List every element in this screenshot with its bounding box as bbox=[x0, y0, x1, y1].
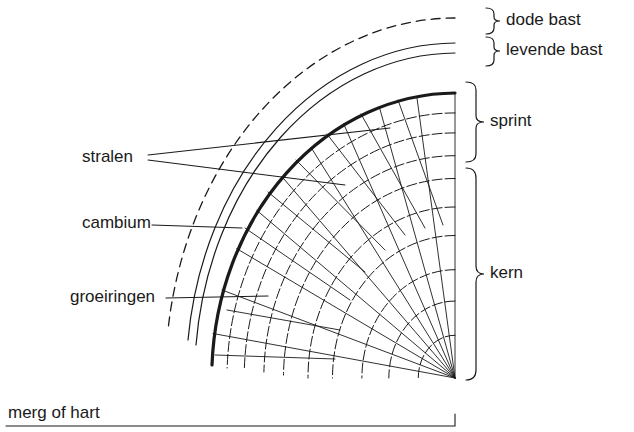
part-label: kern bbox=[490, 263, 523, 283]
growth-rings bbox=[227, 113, 455, 378]
part-label: cambium bbox=[82, 213, 151, 233]
medullary-rays bbox=[213, 93, 455, 378]
leader-lines bbox=[6, 128, 455, 426]
part-label: sprint bbox=[490, 111, 532, 131]
part-label: merg of hart bbox=[8, 403, 100, 423]
braces bbox=[466, 8, 500, 380]
part-label: levende bast bbox=[506, 40, 602, 60]
part-label: dode bast bbox=[506, 10, 581, 30]
part-label: stralen bbox=[82, 147, 133, 167]
dead-bark bbox=[168, 18, 455, 330]
living-bark-outer bbox=[188, 43, 455, 340]
part-label: groeiringen bbox=[70, 287, 155, 307]
